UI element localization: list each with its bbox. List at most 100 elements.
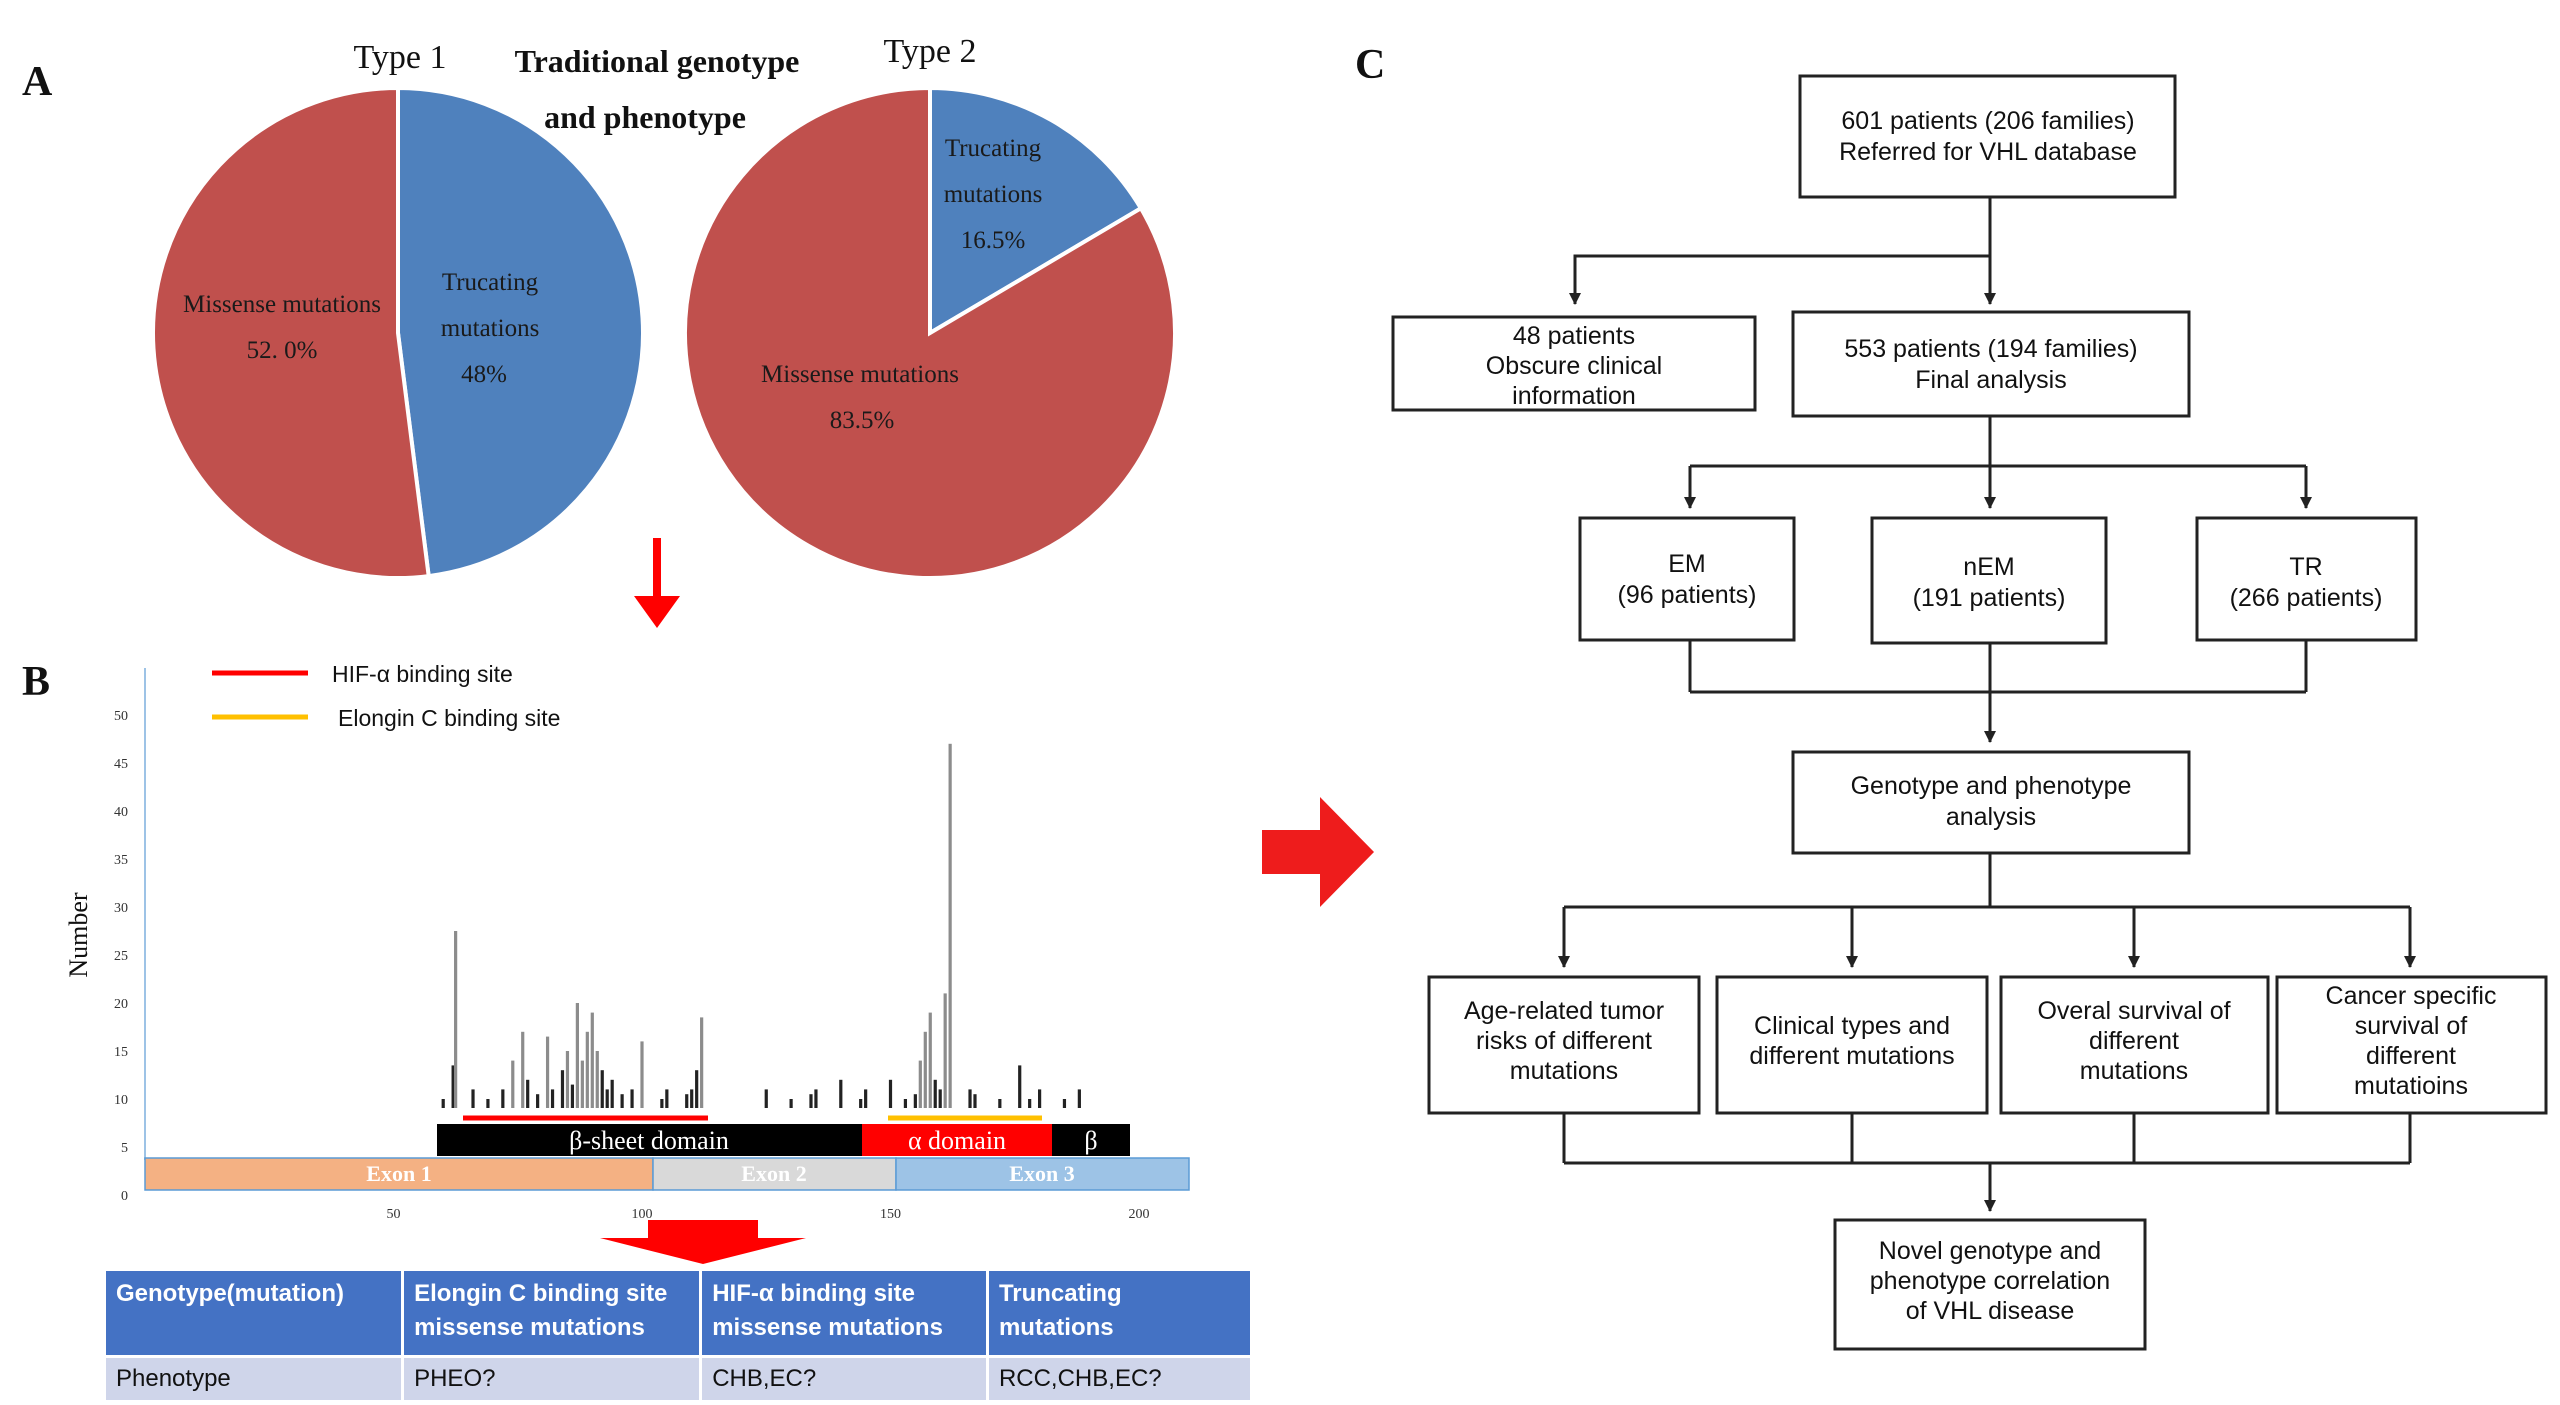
pie-chart-type1	[151, 85, 645, 580]
beta-sheet-label: β-sheet domain	[569, 1126, 729, 1155]
box-tr	[2195, 516, 2418, 642]
cancer-line2: survival of	[2355, 1012, 2468, 1040]
mutation-bar	[903, 1099, 908, 1108]
age-line2: risks of different	[1476, 1027, 1652, 1055]
overall-line3: mutations	[2080, 1057, 2188, 1085]
box-analysis	[1791, 750, 2191, 855]
overall-line2: different	[2089, 1027, 2179, 1055]
x-tick-50: 50	[387, 1207, 401, 1222]
mutation-bars	[441, 743, 1081, 1108]
mutation-bar	[595, 1051, 599, 1108]
header-elongin-line2: missense mutations	[414, 1314, 645, 1341]
pies-heading-line1: Traditional genotype	[515, 43, 800, 79]
mutation-bar	[814, 1089, 818, 1108]
mutation-bar	[968, 1089, 972, 1108]
y-tick-30: 30	[114, 901, 128, 916]
mutation-bar	[1028, 1099, 1032, 1108]
box-referred	[1798, 74, 2177, 199]
mutation-bar	[789, 1099, 793, 1108]
em-line1: EM	[1668, 550, 1706, 578]
mutation-bar	[923, 1031, 927, 1108]
right-arrow-icon	[1262, 797, 1374, 907]
mutation-bar	[928, 1012, 932, 1108]
mutation-bar	[630, 1089, 634, 1108]
mutation-bar	[560, 1070, 565, 1108]
y-tick-25: 25	[114, 949, 128, 964]
final-line2: Final analysis	[1915, 366, 2066, 394]
beta-domain-label: β	[1084, 1126, 1097, 1155]
mutation-bar	[526, 1079, 530, 1108]
analysis-line1: Genotype and phenotype	[1851, 772, 2132, 800]
mutation-bar	[441, 1099, 445, 1108]
pie1-truncating-pct: 48%	[461, 361, 507, 388]
tr-line2: (266 patients)	[2230, 584, 2383, 612]
pie2-truncating-pct: 16.5%	[961, 227, 1026, 254]
box-final	[1791, 310, 2191, 418]
referred-line1: 601 patients (206 families)	[1841, 107, 2134, 135]
obscure-line1: 48 patients	[1513, 322, 1635, 350]
panel-letter-c: C	[1355, 42, 1385, 88]
mutation-bar	[864, 1089, 868, 1108]
pie1-missense-pct: 52. 0%	[247, 337, 318, 364]
pie-slice-missense-mutations	[683, 85, 1177, 580]
beta-domain	[1052, 1124, 1130, 1156]
mutation-bar	[665, 1089, 669, 1108]
novel-line1: Novel genotype and	[1879, 1237, 2101, 1265]
cell-phenotype: Phenotype	[106, 1358, 402, 1400]
alpha-domain	[862, 1124, 1052, 1156]
pie2-missense-label: Missense mutations	[761, 361, 959, 388]
mutation-bar	[471, 1089, 475, 1108]
novel-line3: of VHL disease	[1906, 1297, 2075, 1325]
em-line2: (96 patients)	[1618, 581, 1757, 609]
header-hif-line1: HIF-α binding site	[712, 1280, 915, 1307]
pie2-truncating-label: Trucating	[945, 135, 1042, 162]
mutation-bar	[580, 1060, 584, 1108]
clinical-line2: different mutations	[1749, 1042, 1954, 1070]
cell-truncating-phenotype: RCC,CHB,EC?	[988, 1358, 1250, 1400]
mutation-bar	[585, 1031, 589, 1108]
flowchart	[1391, 74, 2548, 1351]
legend-hif-label: HIF-α binding site	[332, 661, 513, 687]
exon-3-label: Exon 3	[1009, 1161, 1074, 1186]
mutation-bar	[933, 1079, 937, 1108]
down-arrow-icon	[634, 538, 680, 628]
nem-line2: (191 patients)	[1913, 584, 2066, 612]
pie1-title: Type 1	[354, 39, 447, 76]
mutation-bar	[839, 1079, 843, 1108]
mutation-bar	[700, 1017, 704, 1108]
mutation-bar	[451, 1065, 455, 1108]
box-clinical	[1715, 975, 1989, 1115]
cell-hif-phenotype: CHB,EC?	[702, 1358, 986, 1400]
pie-chart-type2	[683, 85, 1177, 580]
cancer-line3: different	[2366, 1042, 2456, 1070]
cancer-line1: Cancer specific	[2326, 982, 2497, 1010]
pie-slice-missense-mutations	[151, 85, 431, 580]
pie-slice-trucating-mutations	[396, 85, 645, 579]
mutation-bar	[605, 1089, 609, 1108]
mutation-bar	[690, 1089, 694, 1108]
mutation-bar	[454, 931, 458, 1108]
obscure-line2: Obscure clinical	[1486, 352, 1662, 380]
nem-line1: nEM	[1963, 553, 2014, 581]
y-tick-20: 20	[114, 997, 128, 1012]
exon-2	[652, 1157, 897, 1191]
header-elongin-line1: Elongin C binding site	[414, 1280, 668, 1307]
age-line1: Age-related tumor	[1464, 997, 1664, 1025]
mutation-bar	[918, 1060, 922, 1108]
mutation-bar	[521, 1031, 525, 1108]
beta-sheet-domain	[437, 1124, 862, 1156]
exon-1-label: Exon 1	[366, 1161, 431, 1186]
table-arrow-icon	[600, 1220, 806, 1264]
mutation-bar	[809, 1094, 813, 1108]
mutation-bar	[550, 1089, 555, 1108]
mutation-bar	[575, 1003, 579, 1108]
x-tick-200: 200	[1129, 1207, 1150, 1222]
obscure-line3: information	[1512, 382, 1636, 410]
mutation-bar	[998, 1099, 1002, 1108]
box-age	[1427, 975, 1701, 1115]
mutation-bar	[1062, 1099, 1067, 1108]
mutation-bar	[536, 1094, 540, 1108]
